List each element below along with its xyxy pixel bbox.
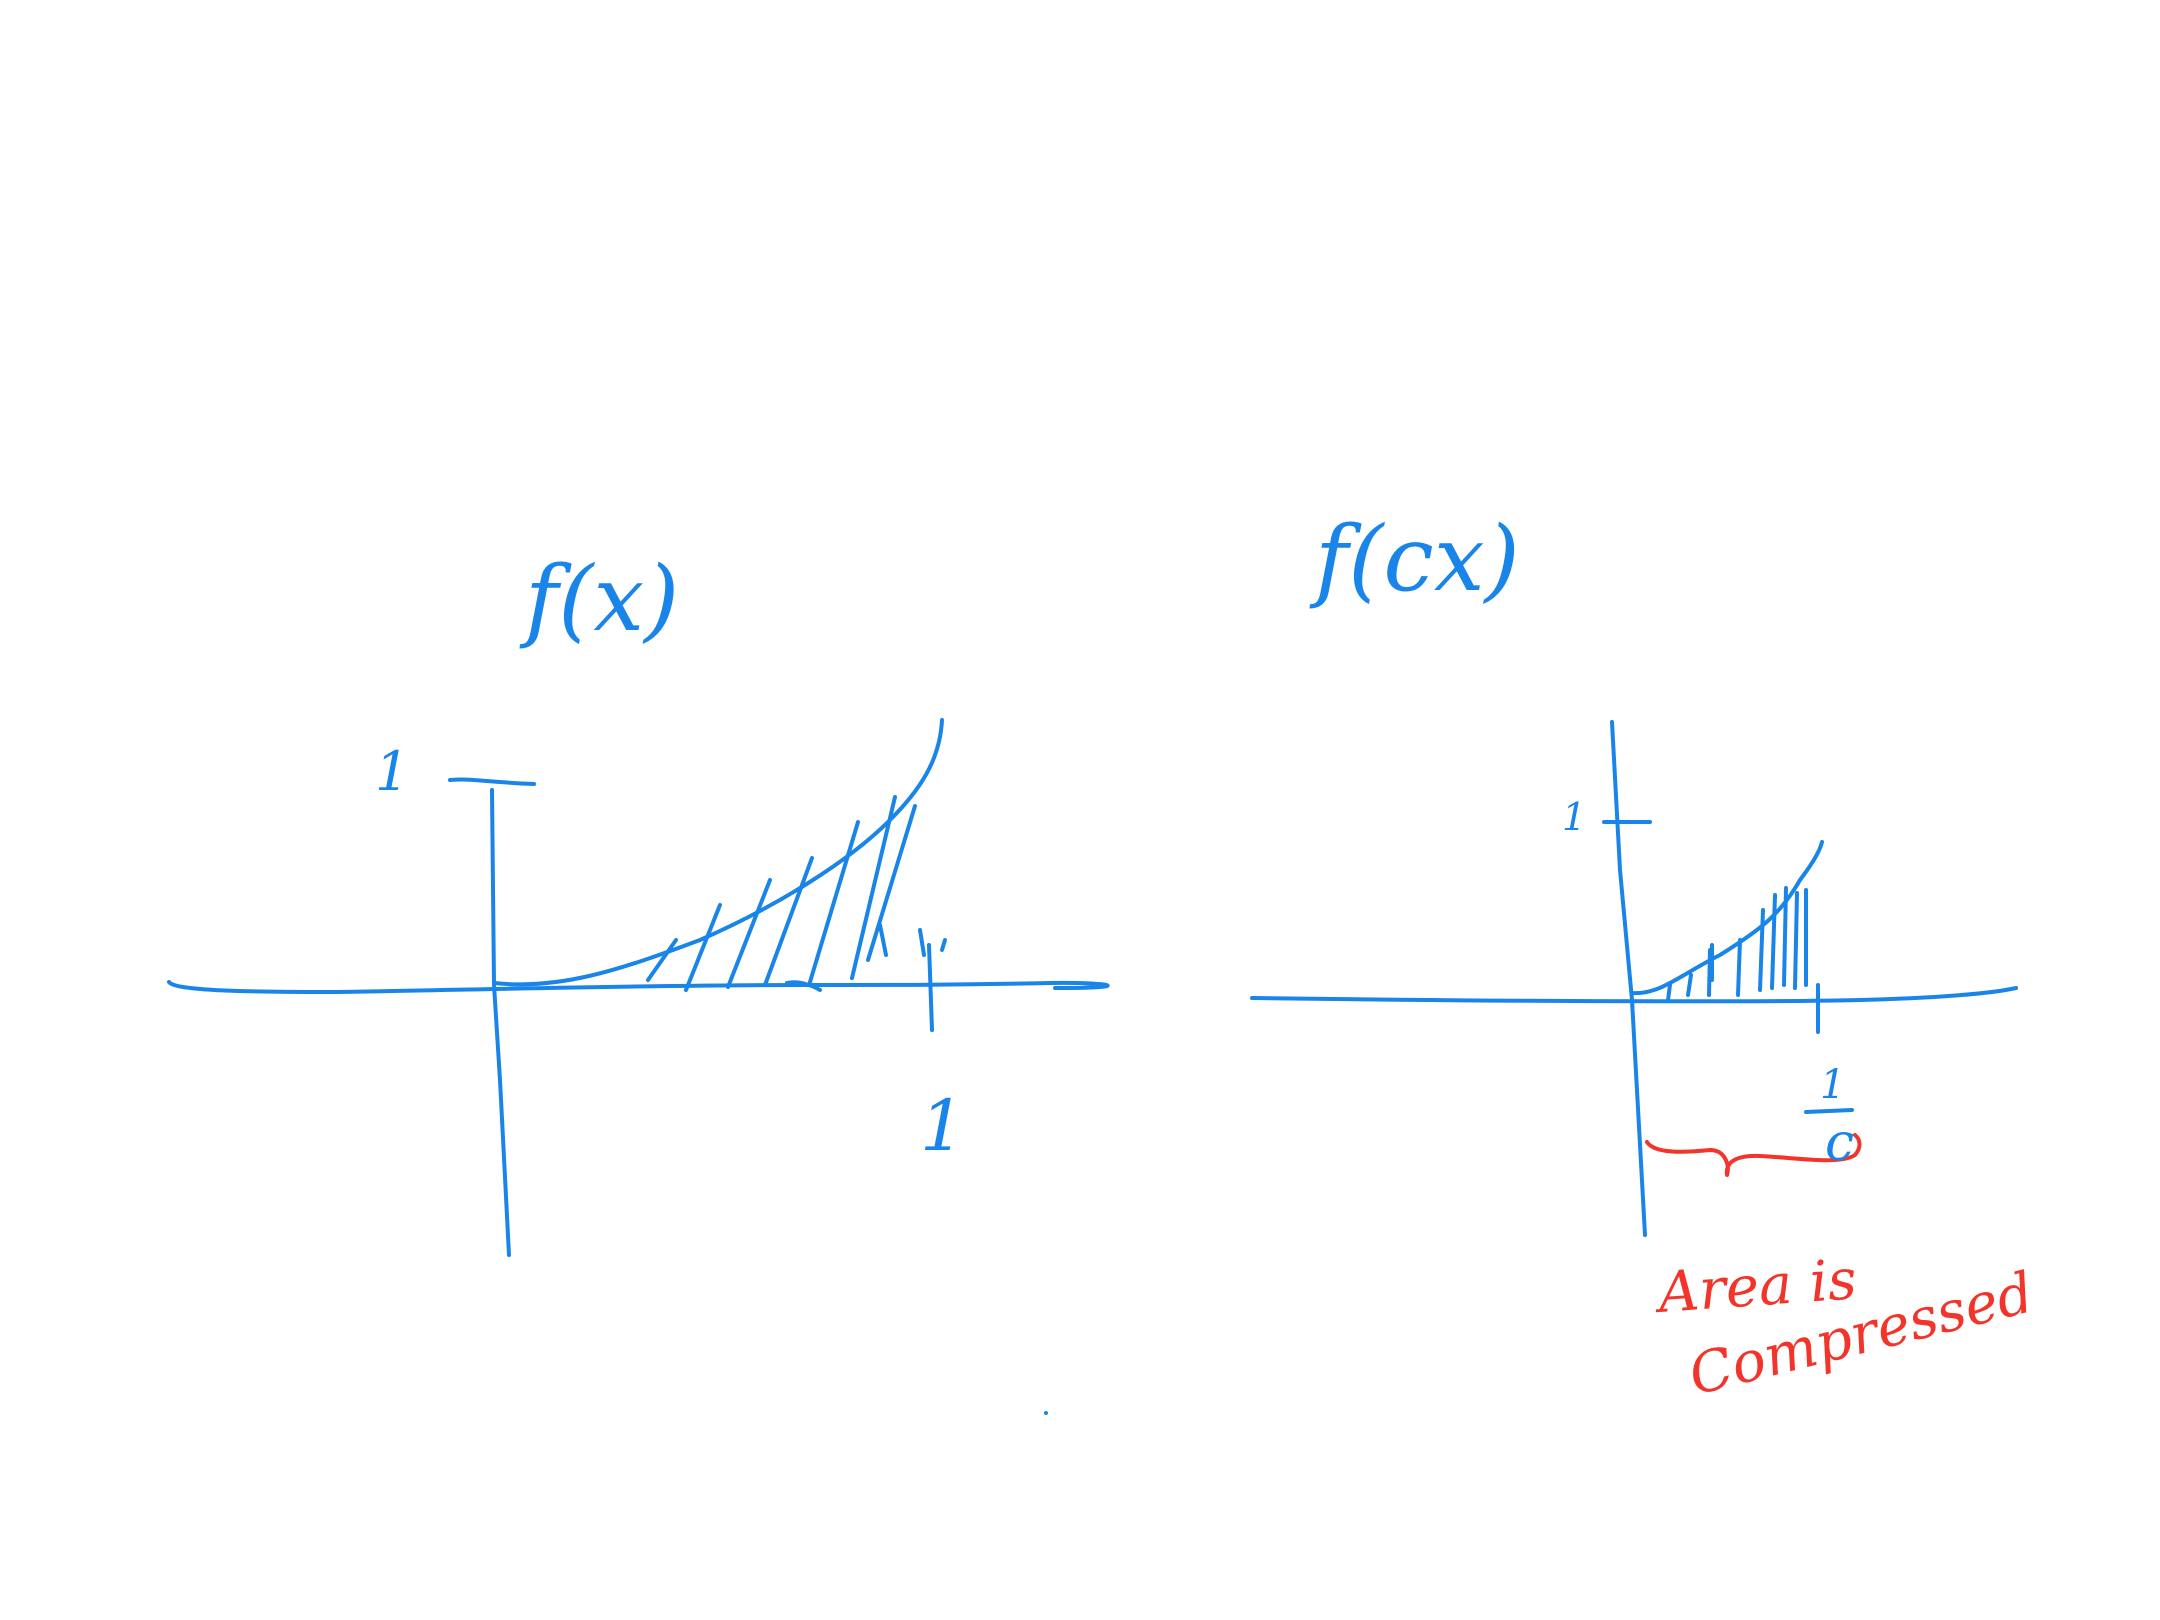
left-y-tick-label: 1 [375,740,409,803]
left-y-axis [490,788,511,1257]
right-y-tick-label: 1 [1562,795,1586,839]
right-y-axis [1610,720,1647,1237]
stray-dot [1044,1411,1048,1415]
left-hatching [646,795,947,992]
annotation-line-1: Area is [1651,1247,1858,1326]
right-graph [1250,720,2018,1237]
right-x-tick-denominator: c [1825,1113,1854,1173]
left-function-label: f(x) [519,547,679,652]
right-x-tick-numerator: 1 [1820,1062,1845,1108]
left-y-tick [448,777,536,786]
compression-brace [1645,1133,1862,1177]
left-x-tick [927,943,934,1032]
left-x-tick-label: 1 [920,1085,965,1167]
right-hatching [1666,886,1808,1002]
fraction-bar [1804,1108,1854,1114]
right-x-axis [1250,986,2018,1004]
left-curve [492,718,944,987]
right-curve [1630,840,1824,996]
left-graph [167,718,1110,1257]
left-x-axis [167,980,1110,994]
right-function-label: f(cx) [1309,507,1520,612]
